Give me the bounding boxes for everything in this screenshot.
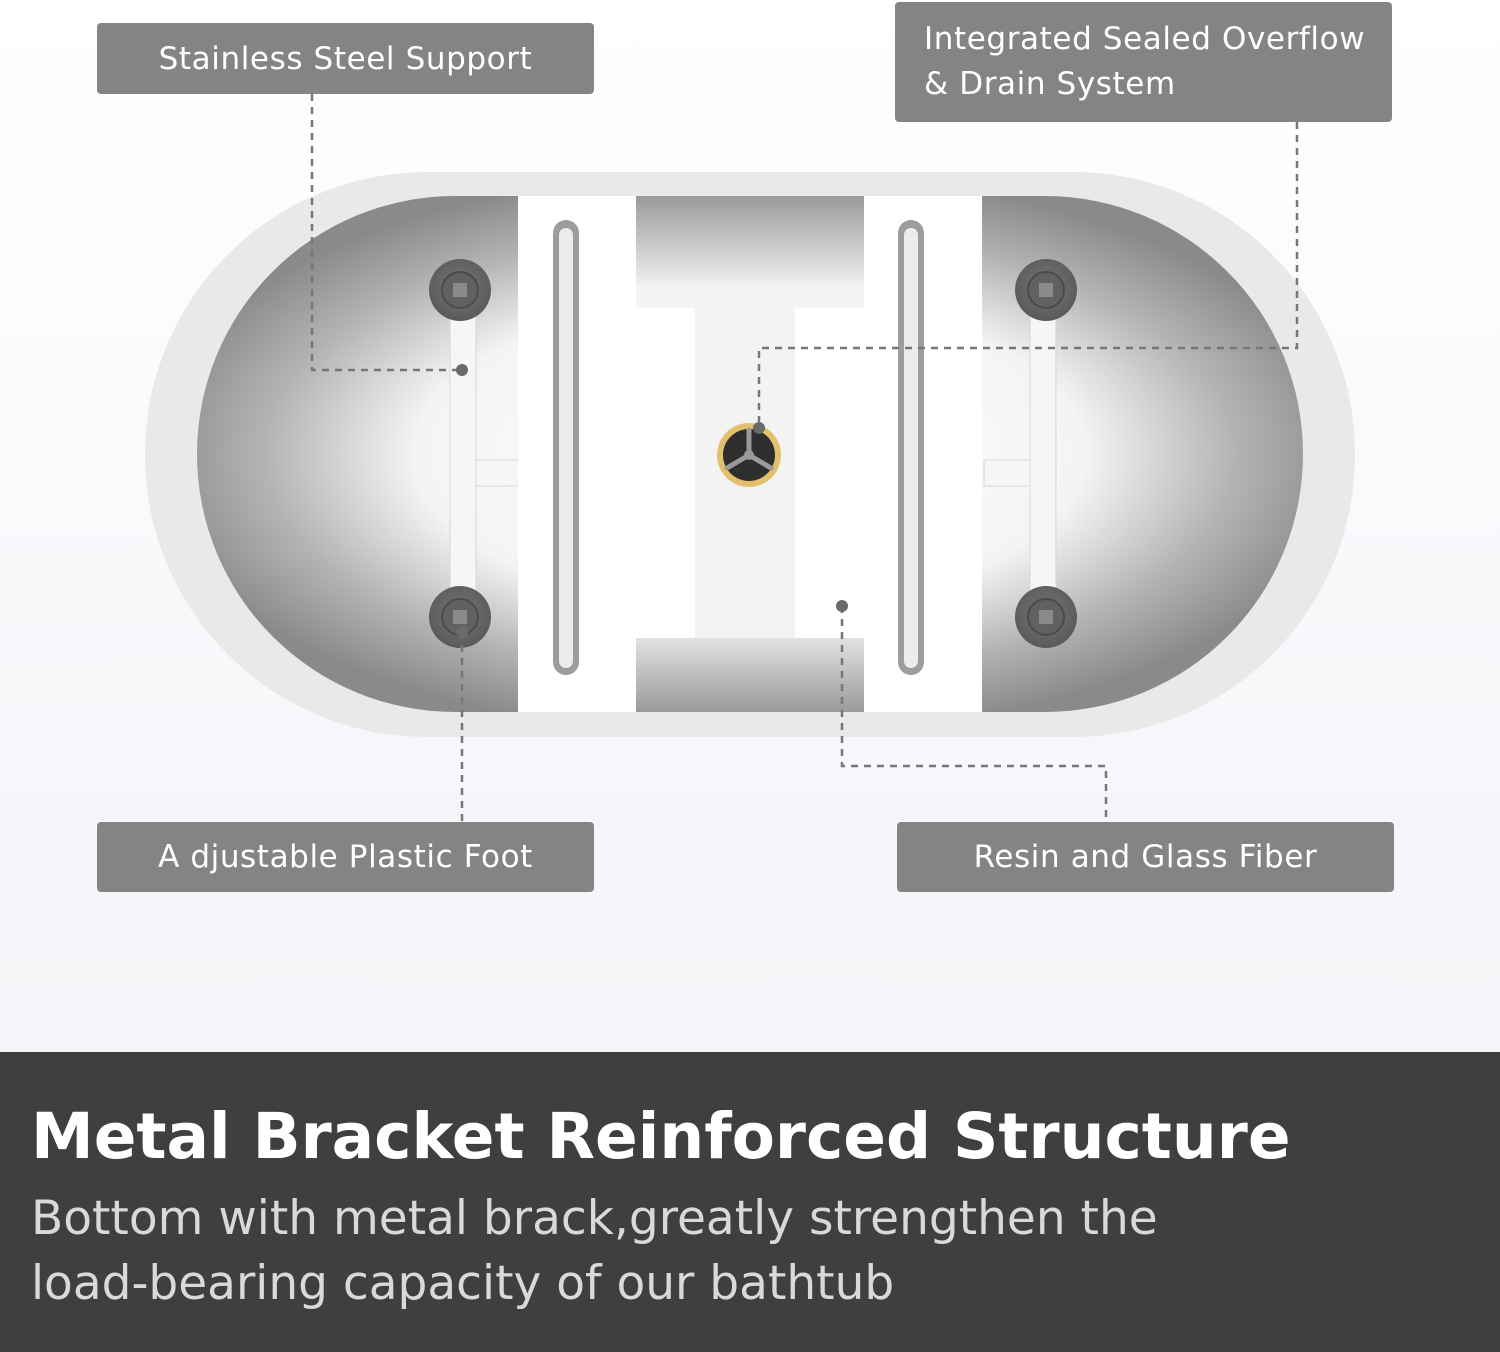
callout-adjustable-plastic-foot: A djustable Plastic Foot: [97, 822, 594, 892]
foot-top-right: [1015, 259, 1077, 321]
drain-icon: [717, 423, 781, 487]
leader-overflow-drain: [757, 122, 1299, 428]
leader-dots: [456, 364, 848, 638]
foot-bottom-left: [429, 586, 491, 648]
banner-body: Bottom with metal brack,greatly strength…: [31, 1186, 1158, 1316]
info-banner: Metal Bracket Reinforced Structure Botto…: [0, 1052, 1500, 1352]
bathtub-bottom-diagram: [145, 94, 1355, 822]
foot-bottom-right: [1015, 586, 1077, 648]
callout-resin-glass-fiber: Resin and Glass Fiber: [897, 822, 1394, 892]
leader-lines: [310, 94, 1299, 822]
foot-top-left: [429, 259, 491, 321]
callout-stainless-steel-support-label: Stainless Steel Support: [158, 40, 533, 77]
banner-body-line2: load-bearing capacity of our bathtub: [31, 1256, 895, 1311]
leader-resin-glass: [840, 606, 1108, 822]
callout-stainless-steel-support: Stainless Steel Support: [97, 23, 594, 94]
bracket-slot-right-highlight: [904, 228, 918, 668]
callout-adjustable-plastic-foot-label: A djustable Plastic Foot: [158, 839, 533, 875]
banner-body-line1: Bottom with metal brack,greatly strength…: [31, 1191, 1158, 1246]
callout-overflow-drain-line2: & Drain System: [924, 66, 1176, 102]
callout-overflow-drain-line1: Integrated Sealed Overflow: [924, 21, 1366, 57]
bracket-slot-left-highlight: [559, 228, 573, 668]
callout-resin-glass-fiber-label: Resin and Glass Fiber: [973, 839, 1318, 875]
callout-overflow-drain-system: Integrated Sealed Overflow & Drain Syste…: [895, 2, 1392, 122]
steel-frame-right: [983, 299, 1057, 641]
banner-title: Metal Bracket Reinforced Structure: [31, 1100, 1291, 1173]
leader-stainless-steel: [310, 94, 460, 372]
